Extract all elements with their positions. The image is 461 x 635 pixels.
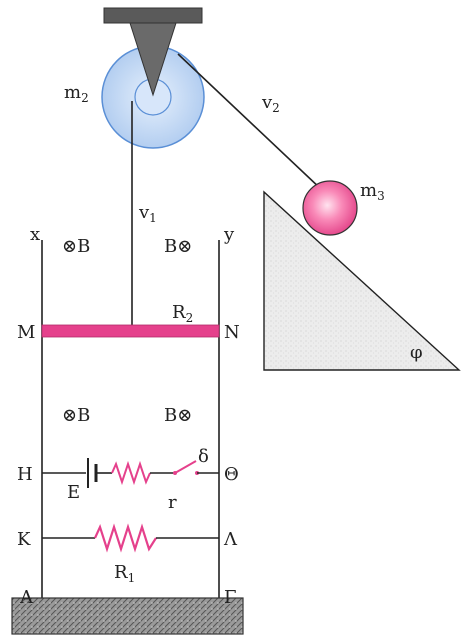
label-field-upper-right: B⊗ bbox=[164, 236, 192, 257]
label-v1: v1 bbox=[138, 202, 157, 225]
incline-string bbox=[177, 53, 323, 191]
internal-resistor bbox=[111, 460, 151, 486]
label-A: A bbox=[19, 587, 34, 608]
label-bar-resistance: R2 bbox=[172, 302, 193, 325]
label-x: x bbox=[30, 224, 40, 245]
label-m2: m2 bbox=[64, 82, 89, 105]
label-lambda: Λ bbox=[223, 529, 238, 550]
label-N: N bbox=[224, 322, 240, 343]
resistor-r1 bbox=[93, 523, 157, 553]
label-field-upper-left: ⊗B bbox=[62, 236, 90, 257]
label-y: y bbox=[223, 224, 235, 245]
label-m3: m3 bbox=[360, 180, 385, 203]
label-theta: Θ bbox=[224, 464, 239, 485]
label-M: M bbox=[17, 322, 35, 343]
ball-m3 bbox=[302, 180, 358, 236]
switch-blade bbox=[174, 460, 197, 474]
label-field-lower-right: B⊗ bbox=[164, 405, 192, 426]
conducting-bar bbox=[41, 324, 220, 338]
label-r: r bbox=[168, 492, 177, 513]
incline-wedge bbox=[263, 190, 461, 371]
ground-base bbox=[11, 597, 244, 635]
label-delta: δ bbox=[198, 446, 209, 467]
label-angle: φ bbox=[410, 342, 423, 363]
label-gamma: Γ bbox=[224, 587, 237, 608]
pulley-hanger bbox=[129, 22, 177, 97]
label-E: E bbox=[67, 482, 80, 503]
ceiling-mount bbox=[103, 7, 203, 24]
label-field-lower-left: ⊗B bbox=[62, 405, 90, 426]
label-R1: R1 bbox=[114, 562, 135, 585]
label-v2: v2 bbox=[261, 92, 280, 115]
label-H: H bbox=[17, 464, 33, 485]
label-K: K bbox=[17, 529, 31, 550]
